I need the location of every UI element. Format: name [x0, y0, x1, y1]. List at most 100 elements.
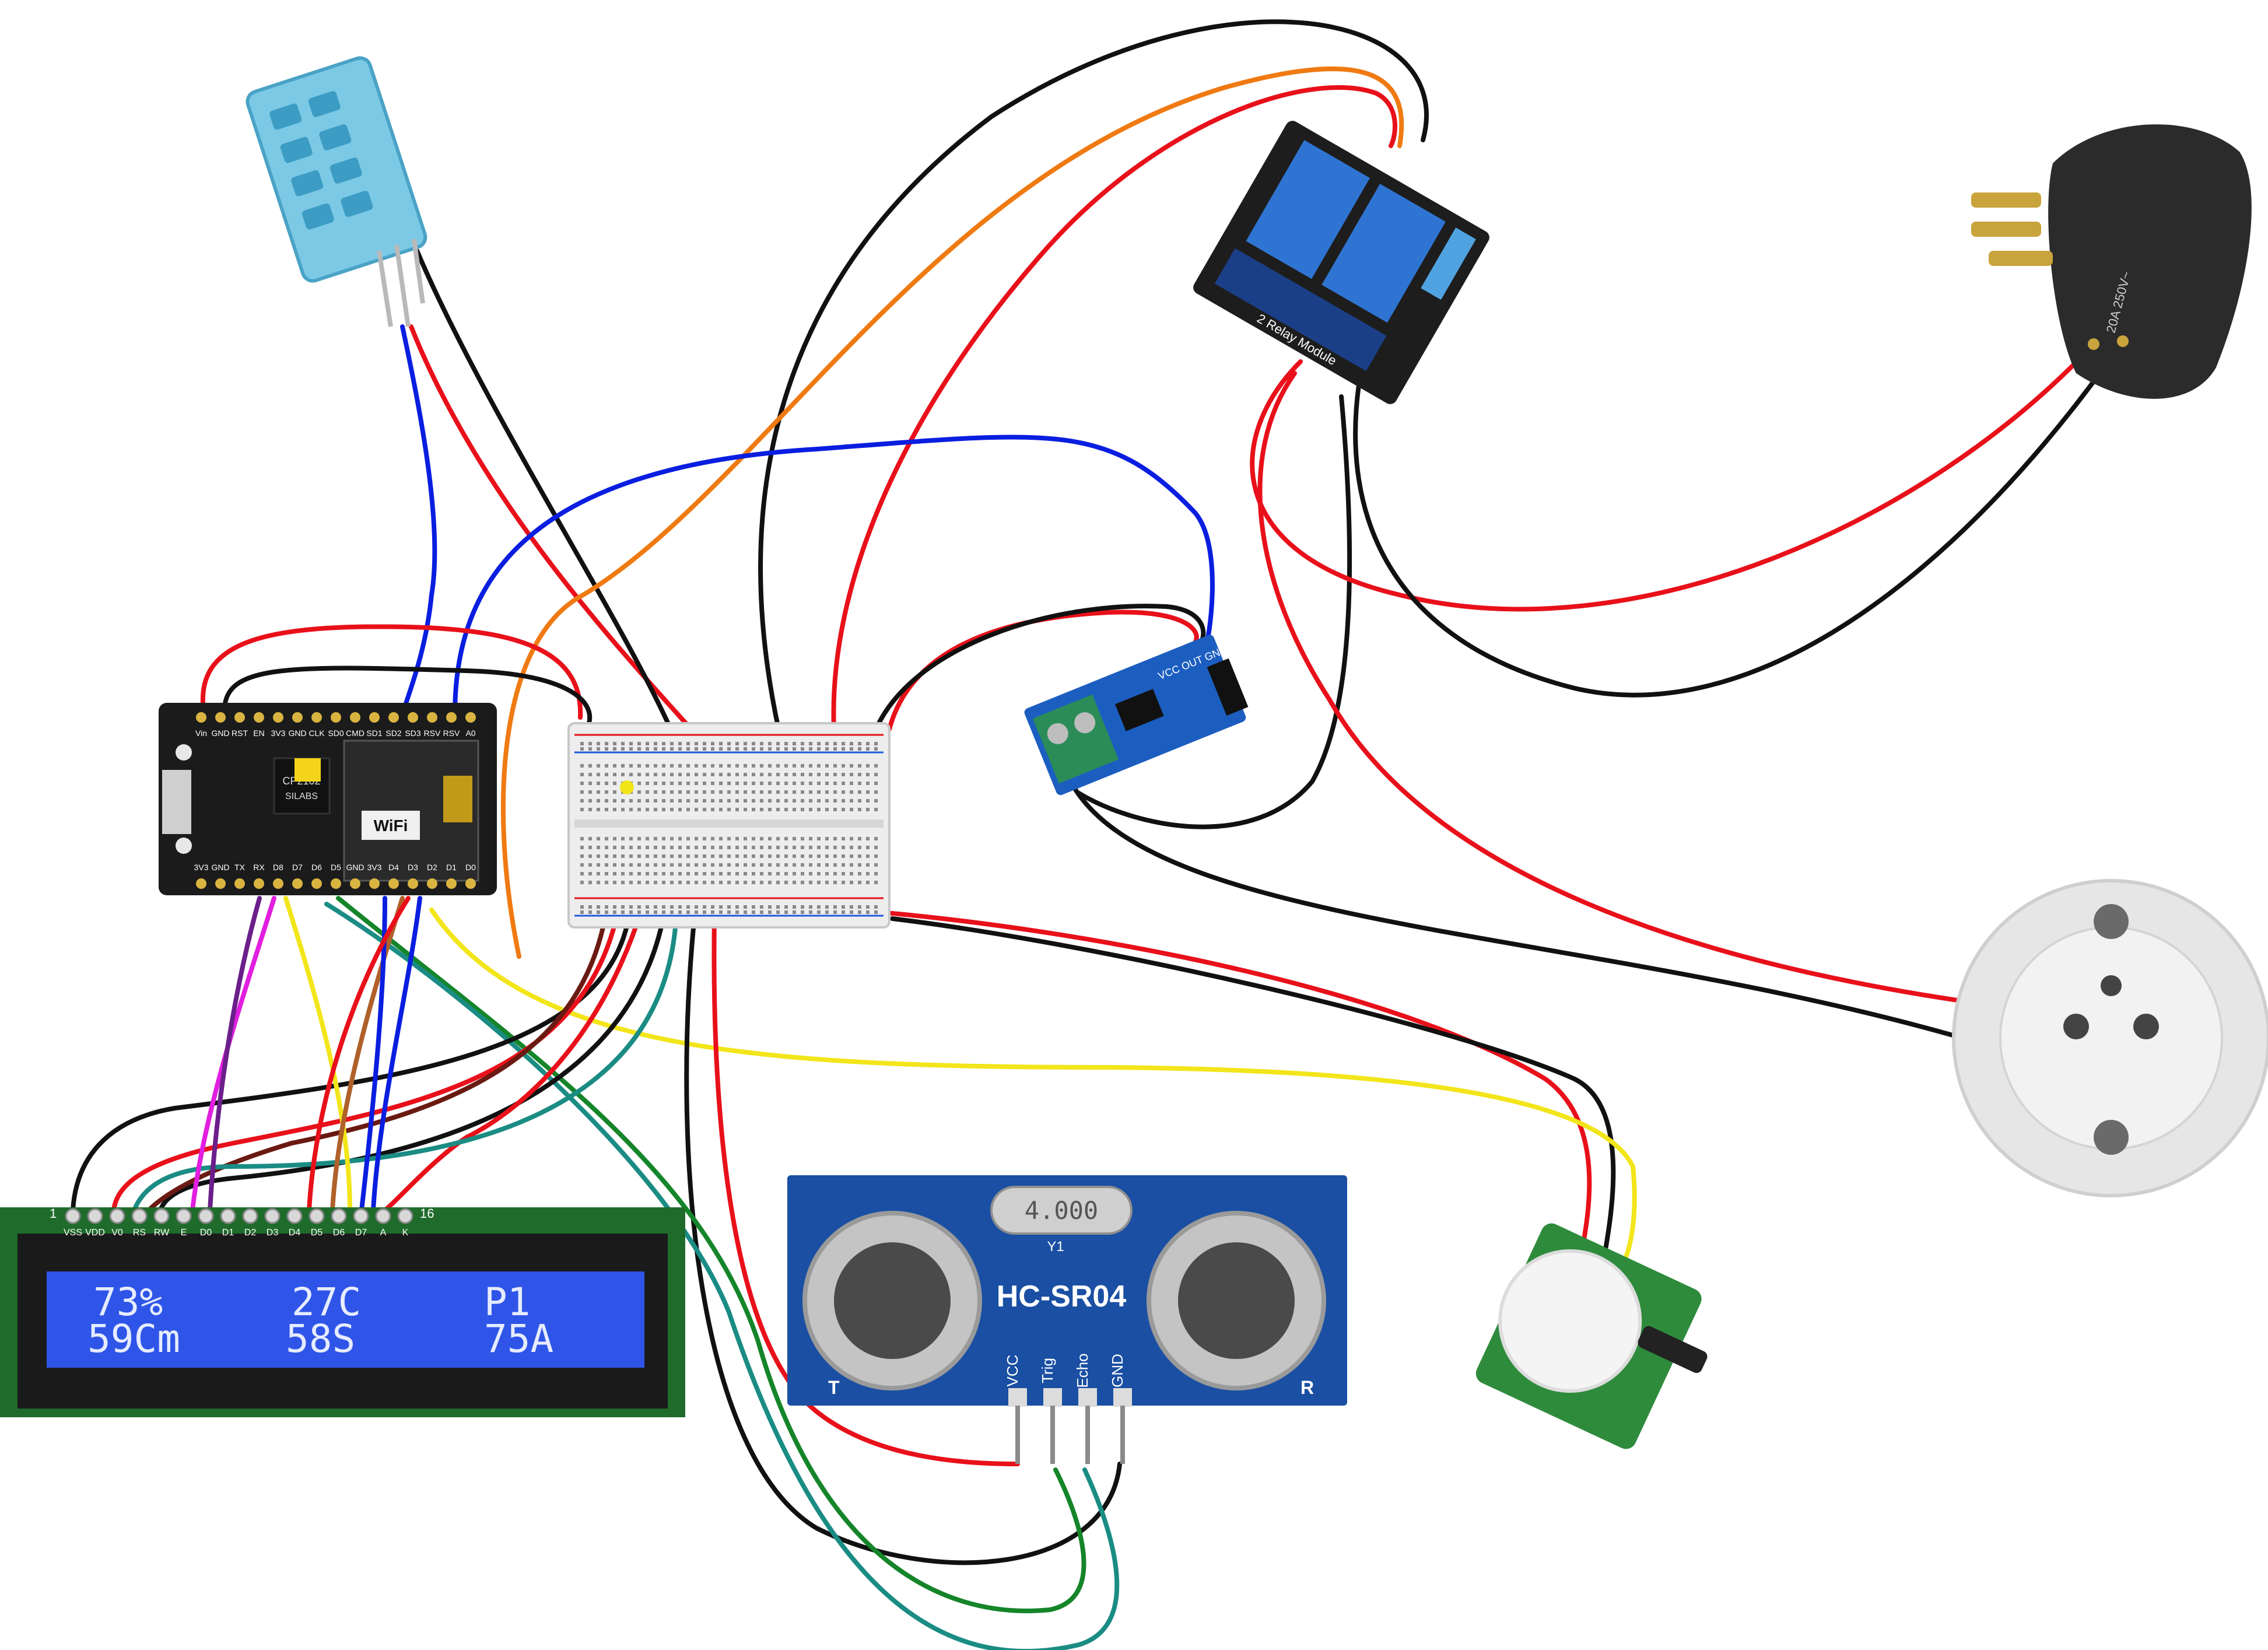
breadboard-hole: [637, 863, 641, 867]
breadboard-hole: [752, 808, 755, 811]
breadboard-hole: [760, 747, 763, 751]
breadboard-hole: [597, 910, 600, 914]
lcd-pin-label: D4: [289, 1228, 301, 1238]
breadboard-hole: [678, 881, 682, 884]
breadboard-hole: [744, 799, 747, 803]
breadboard-hole: [629, 799, 633, 803]
breadboard-hole: [654, 747, 657, 751]
breadboard-hole: [719, 742, 723, 745]
breadboard-hole: [678, 790, 682, 794]
breadboard-hole: [752, 905, 755, 909]
breadboard-hole: [670, 747, 674, 751]
breadboard-hole: [727, 764, 731, 768]
breadboard-hole: [678, 747, 682, 751]
breadboard-hole: [866, 872, 870, 875]
sensor-ic: [1114, 689, 1164, 731]
wire-lcd-blue-2: [371, 896, 422, 1213]
breadboard-hole: [727, 742, 731, 745]
breadboard-hole: [597, 854, 600, 858]
nodemcu-pin-label: GND: [211, 863, 229, 872]
breadboard-hole: [858, 837, 861, 840]
led: [295, 758, 321, 782]
breadboard-hole: [866, 764, 870, 768]
breadboard-hole: [703, 881, 706, 884]
breadboard: [567, 722, 891, 929]
lcd-pin-label: D3: [267, 1228, 279, 1238]
breadboard-hole: [621, 837, 625, 840]
breadboard-hole: [711, 782, 714, 785]
breadboard-hole: [588, 782, 592, 785]
ultrasonic-pin-pad: [1043, 1388, 1062, 1407]
lcd-pin-label: K: [402, 1228, 409, 1238]
breadboard-hole: [817, 863, 821, 867]
breadboard-hole: [825, 747, 829, 751]
breadboard-hole: [833, 905, 837, 909]
breadboard-hole: [744, 773, 747, 776]
breadboard-hole: [760, 799, 763, 803]
breadboard-hole: [760, 808, 763, 811]
lcd-pin-label: VDD: [85, 1228, 105, 1238]
breadboard-hole: [621, 773, 625, 776]
wire-lcd-teal-v0: [132, 908, 679, 1213]
nodemcu-pin: [196, 878, 206, 889]
breadboard-hole: [662, 846, 665, 849]
breadboard-hole: [874, 905, 878, 909]
breadboard-hole: [646, 881, 649, 884]
wire-dht-blue: [400, 324, 437, 717]
breadboard-hole: [776, 881, 780, 884]
lcd-screen: [47, 1271, 644, 1368]
maker-label: SILABS: [285, 791, 318, 801]
breadboard-hole: [776, 799, 780, 803]
breadboard-hole: [588, 742, 592, 745]
breadboard-hole: [686, 790, 690, 794]
nodemcu-pin-label: SD3: [405, 728, 420, 738]
breadboard-hole: [776, 773, 780, 776]
breadboard-hole: [768, 799, 772, 803]
wifi-logo-box: [362, 811, 420, 840]
breadboard-hole: [776, 837, 780, 840]
breadboard-hole: [597, 863, 600, 867]
breadboard-hole: [850, 764, 853, 768]
breadboard-hole: [793, 782, 796, 785]
breadboard-hole: [637, 747, 641, 751]
breadboard-hole: [784, 910, 788, 914]
breadboard-hole: [580, 910, 584, 914]
breadboard-hole: [670, 872, 674, 875]
breadboard-hole: [793, 799, 796, 803]
breadboard-hole: [760, 905, 763, 909]
breadboard-hole: [613, 764, 616, 768]
nodemcu-pin-label: D5: [331, 863, 341, 872]
breadboard-hole: [833, 872, 837, 875]
breadboard-hole: [703, 905, 706, 909]
nodemcu-pin-label: EN: [253, 728, 264, 738]
breadboard-hole: [719, 773, 723, 776]
breadboard-hole: [597, 808, 600, 811]
nodemcu-pin-label: Vin: [195, 728, 207, 738]
breadboard-hole: [866, 773, 870, 776]
breadboard-hole: [825, 773, 829, 776]
breadboard-hole: [670, 764, 674, 768]
breadboard-hole: [825, 910, 829, 914]
breadboard-hole: [711, 790, 714, 794]
nodemcu-pin-label: D2: [427, 863, 437, 872]
breadboard-hole: [817, 773, 821, 776]
nodemcu-pin: [427, 712, 437, 723]
nodemcu-pin: [446, 878, 457, 889]
breadboard-hole: [695, 808, 698, 811]
breadboard-holes: [580, 742, 878, 914]
breadboard-hole: [719, 764, 723, 768]
breadboard-hole: [637, 846, 641, 849]
breadboard-hole: [719, 863, 723, 867]
lcd-pin-header: [65, 1208, 413, 1224]
breadboard-hole: [580, 747, 584, 751]
breadboard-hole: [874, 747, 878, 751]
nodemcu-pin-label: GND: [211, 728, 229, 738]
breadboard-hole: [850, 910, 853, 914]
nodemcu-pin: [273, 712, 283, 723]
lcd-distance: 59Cm: [87, 1316, 180, 1361]
breadboard-hole: [678, 854, 682, 858]
breadboard-hole: [784, 773, 788, 776]
breadboard-hole: [695, 782, 698, 785]
breadboard-hole: [727, 846, 731, 849]
